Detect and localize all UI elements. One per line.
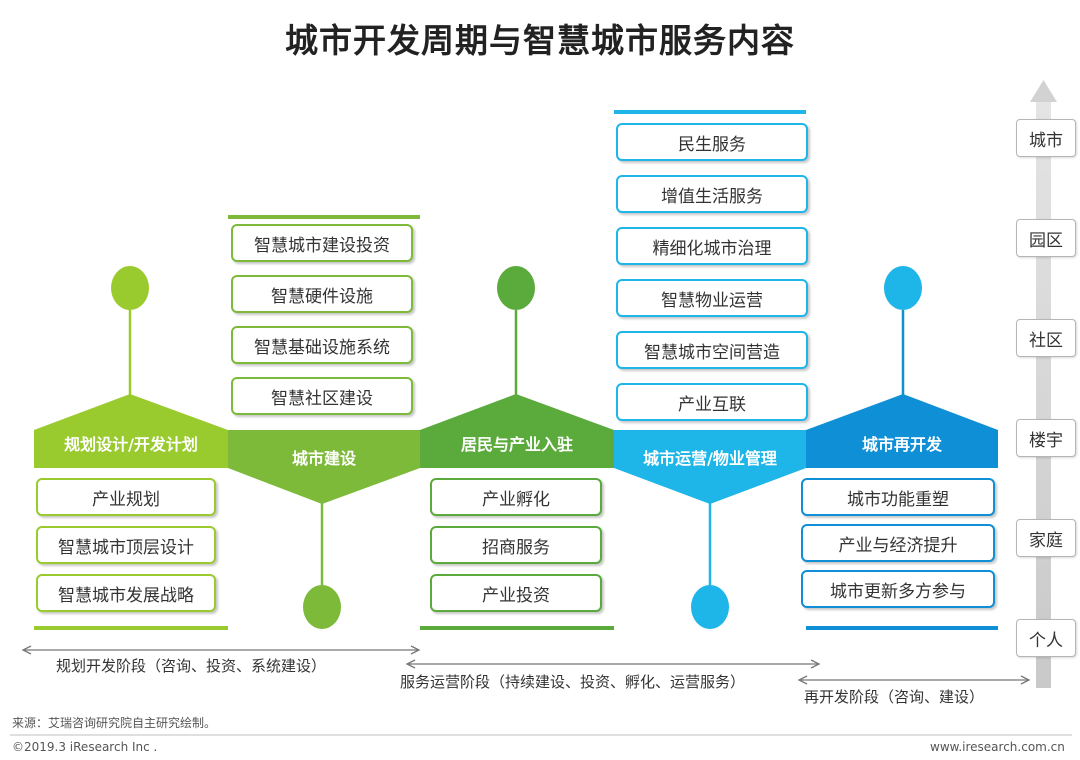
milestone-circle-3 [497, 266, 535, 310]
stage-arrow-2 [405, 659, 821, 669]
band-phase-2 [228, 430, 420, 504]
copyright-text: ©2019.3 iResearch Inc . [12, 740, 158, 754]
band-phase-1 [34, 394, 228, 468]
band-phase-4 [614, 430, 806, 504]
service-box: 产业规划 [36, 478, 216, 516]
scale-tag-individual: 个人 [1016, 619, 1076, 657]
website-link[interactable]: www.iresearch.com.cn [930, 740, 1065, 754]
service-box: 产业孵化 [430, 478, 602, 516]
accent-bar-phase-3-bottom [420, 626, 614, 630]
scale-tag-city: 城市 [1016, 119, 1076, 157]
service-box: 精细化城市治理 [616, 227, 808, 265]
milestone-circle-5 [884, 266, 922, 310]
page-title: 城市开发周期与智慧城市服务内容 [285, 21, 795, 60]
phase-label-redevelopment: 城市再开发 [861, 435, 942, 454]
stage-arrow-3 [797, 675, 1031, 685]
service-box: 智慧物业运营 [616, 279, 808, 317]
milestone-circle-1 [111, 266, 149, 310]
service-box: 智慧城市空间营造 [616, 331, 808, 369]
phase-label-construction: 城市建设 [291, 449, 356, 468]
stage-label-planning: 规划开发阶段（咨询、投资、系统建设） [56, 657, 327, 675]
service-box: 招商服务 [430, 526, 602, 564]
scale-tag-building: 楼宇 [1016, 419, 1076, 457]
service-box: 产业互联 [616, 383, 808, 421]
service-box: 智慧社区建设 [231, 377, 413, 415]
band-phase-3 [420, 394, 614, 468]
scale-axis-arrow [1030, 80, 1057, 688]
scale-tag-family: 家庭 [1016, 519, 1076, 557]
service-box: 智慧硬件设施 [231, 275, 413, 313]
accent-bar-phase-4-top [614, 110, 806, 114]
band-phase-5 [806, 394, 998, 468]
scale-tag-community: 社区 [1016, 319, 1076, 357]
service-box: 民生服务 [616, 123, 808, 161]
service-box: 产业与经济提升 [801, 524, 995, 562]
stage-label-redevelopment: 再开发阶段（咨询、建设） [804, 688, 985, 706]
phase-label-operation: 城市运营/物业管理 [643, 449, 777, 468]
stage-label-service: 服务运营阶段（持续建设、投资、孵化、运营服务） [400, 673, 746, 691]
source-note: 来源：艾瑞咨询研究院自主研究绘制。 [12, 716, 217, 730]
service-box: 城市更新多方参与 [801, 570, 995, 608]
accent-bar-phase-1-bottom [34, 626, 228, 630]
stage-arrow-1 [21, 645, 421, 655]
service-box: 增值生活服务 [616, 175, 808, 213]
scale-tag-park: 园区 [1016, 219, 1076, 257]
service-box: 智慧城市发展战略 [36, 574, 216, 612]
accent-bar-phase-2-top [228, 215, 420, 219]
milestone-circle-4 [691, 585, 729, 629]
service-box: 智慧城市顶层设计 [36, 526, 216, 564]
phase-label-settlement: 居民与产业入驻 [460, 435, 573, 454]
service-box: 智慧城市建设投资 [231, 224, 413, 262]
service-box: 产业投资 [430, 574, 602, 612]
phase-label-planning: 规划设计/开发计划 [64, 435, 198, 454]
milestone-circle-2 [303, 585, 341, 629]
service-box: 城市功能重塑 [801, 478, 995, 516]
service-box: 智慧基础设施系统 [231, 326, 413, 364]
accent-bar-phase-5-bottom [806, 626, 998, 630]
